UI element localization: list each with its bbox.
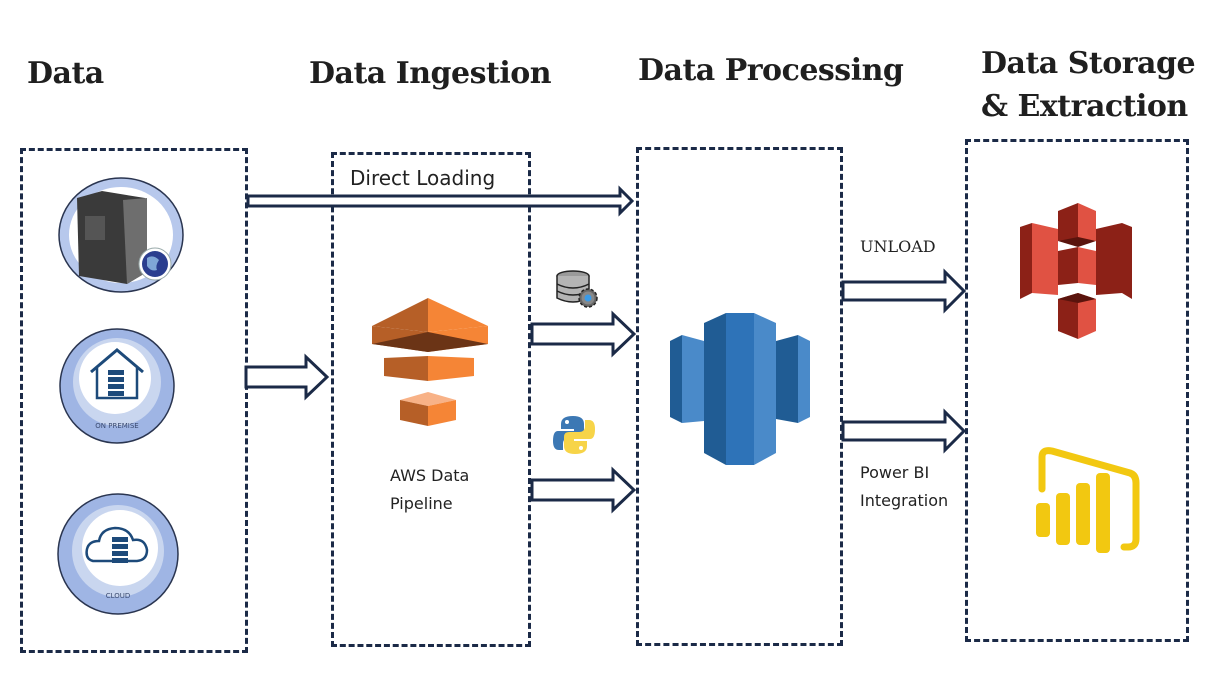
direct-loading-label: Direct Loading (350, 166, 496, 190)
data-sources-box (20, 148, 248, 653)
heading-storage-line2: & Extraction (981, 89, 1188, 124)
amazon-redshift-icon (670, 313, 810, 465)
heading-data-storage: Data Storage & Extraction (981, 42, 1196, 128)
house-server-icon: ON PREMISE (59, 328, 175, 444)
heading-storage-line1: Data Storage (981, 46, 1196, 81)
python-icon (553, 416, 595, 454)
aws-pipeline-line2: Pipeline (390, 494, 453, 513)
on-premise-caption: ON PREMISE (95, 422, 138, 430)
heading-data-ingestion: Data Ingestion (309, 56, 552, 91)
server-globe-icon (58, 177, 184, 293)
aws-pipeline-line1: AWS Data (390, 466, 470, 485)
amazon-s3-icon (1020, 203, 1132, 339)
unload-arrow (841, 268, 967, 314)
unload-label: UNLOAD (860, 237, 936, 256)
heading-data: Data (27, 56, 104, 91)
cloud-server-icon: CLOUD (57, 493, 179, 615)
aws-pipeline-label: AWS Data Pipeline (390, 462, 469, 518)
data-ingestion-box (331, 152, 531, 647)
ingestion-to-processing-arrow-2 (530, 466, 637, 514)
powerbi-line1: Power BI (860, 463, 930, 482)
powerbi-arrow (841, 408, 967, 454)
direct-loading-arrow (246, 185, 635, 217)
powerbi-integration-label: Power BI Integration (860, 459, 948, 515)
ingestion-to-processing-arrow-1 (530, 310, 637, 358)
database-gear-icon (556, 270, 598, 308)
heading-data-processing: Data Processing (638, 53, 904, 88)
aws-data-pipeline-icon (372, 298, 488, 426)
data-storage-box (965, 139, 1189, 642)
power-bi-icon (1036, 447, 1140, 553)
data-processing-box (636, 147, 843, 646)
cloud-caption: CLOUD (106, 592, 131, 600)
powerbi-line2: Integration (860, 491, 949, 510)
sources-to-ingestion-arrow (244, 353, 330, 401)
